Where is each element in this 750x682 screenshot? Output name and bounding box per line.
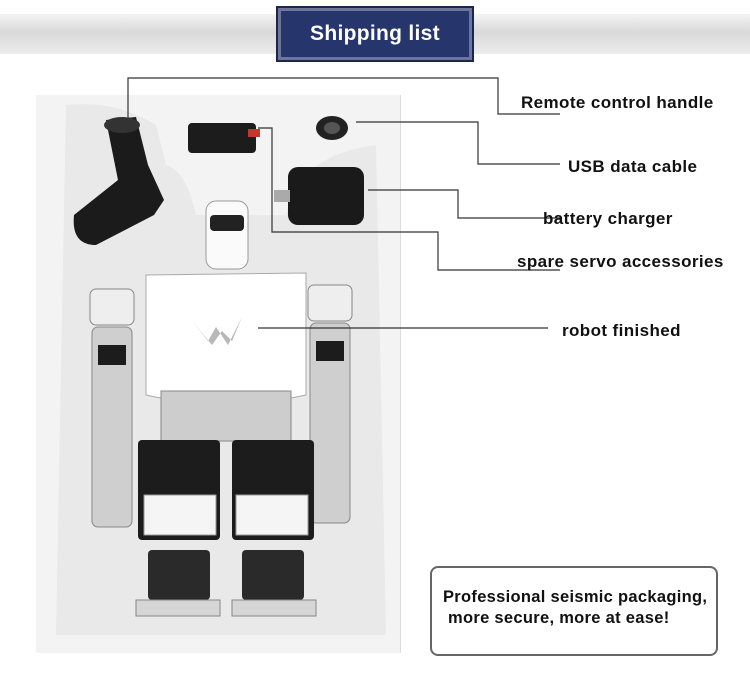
page-title: Shipping list <box>276 6 474 62</box>
robot-legs-image <box>135 390 317 617</box>
usb-data-cable-image <box>316 116 348 140</box>
label-usb-data-cable: USB data cable <box>568 157 698 176</box>
label-remote-control-handle: Remote control handle <box>521 93 714 112</box>
label-robot-finished: robot finished <box>562 321 681 340</box>
packaging-note-box <box>430 566 718 656</box>
battery-charger-image <box>274 167 364 225</box>
packaging-note-line1: Professional seismic packaging, <box>443 588 708 606</box>
spare-servo-accessories-image <box>188 123 260 153</box>
product-photo <box>36 95 401 653</box>
label-spare-servo-accessories: spare servo accessories <box>517 252 724 271</box>
robot-packaging-illustration <box>56 104 386 635</box>
label-battery-charger: battery charger <box>543 209 673 228</box>
remote-control-handle-image <box>73 117 164 245</box>
robot-head-image <box>205 200 249 270</box>
robot-arms-image <box>89 284 353 528</box>
packaging-note-line2: more secure, more at ease! <box>448 609 670 627</box>
